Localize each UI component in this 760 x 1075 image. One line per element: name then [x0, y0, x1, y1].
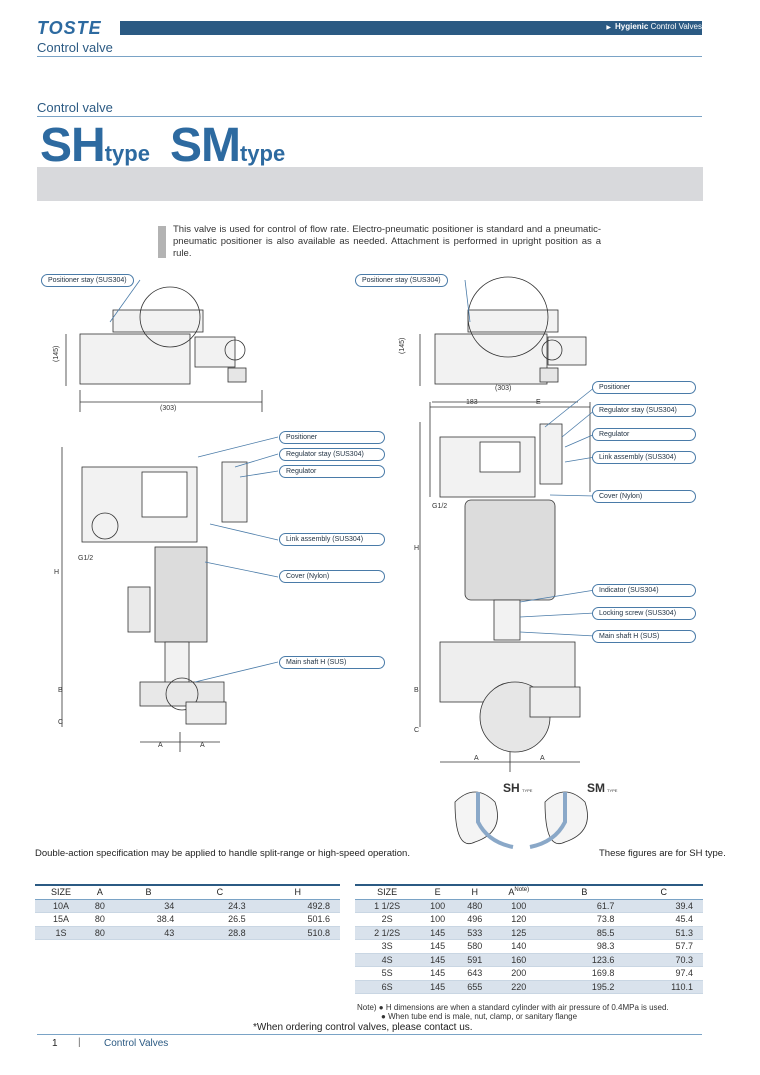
right-a1: A — [474, 755, 479, 762]
header-note-mark: Note) — [514, 887, 530, 894]
right-dim-183: 183 — [466, 399, 478, 406]
flow-sm-type: TYPE — [607, 788, 618, 793]
left-h: H — [54, 569, 59, 576]
footer-rule — [37, 1034, 702, 1035]
callout-left-regulator: Regulator — [279, 465, 385, 478]
table-row: 1S 80 43 28.8 510.8 — [35, 926, 340, 940]
footer-label: Control Valves — [104, 1038, 169, 1049]
flow-sh-type: TYPE — [522, 788, 533, 793]
callout-right-positioner-stay: Positioner stay (SUS304) — [355, 274, 448, 287]
flow-sh: SH — [503, 781, 520, 795]
right-top-view — [419, 276, 587, 403]
brand-logo: TOSTE — [37, 18, 102, 38]
right-dim-303: (303) — [495, 385, 511, 392]
left-dim-145: (145) — [53, 346, 60, 362]
table2-header: E — [419, 884, 457, 900]
table2-header: B — [544, 884, 625, 900]
footer-separator: | — [78, 1037, 81, 1048]
table2-header: SIZE — [355, 884, 420, 900]
dimensions-table-small: SIZE A B C H 10A 80 34 24.3 492.8 15A 80… — [35, 884, 340, 940]
table1-header: C — [184, 884, 256, 900]
callout-left-link-assembly: Link assembly (SUS304) — [279, 533, 385, 546]
title-band — [37, 167, 703, 201]
triangle-icon: ▶ — [606, 25, 611, 31]
callout-right-link-assembly: Link assembly (SUS304) — [592, 451, 696, 464]
right-a2: A — [540, 755, 545, 762]
figures-note: These figures are for SH type. — [599, 848, 726, 859]
title-sm-type: type — [239, 141, 286, 166]
callout-right-main-shaft: Main shaft H (SUS) — [592, 630, 696, 643]
callout-left-main-shaft: Main shaft H (SUS) — [279, 656, 385, 669]
right-g12: G1/2 — [432, 503, 447, 510]
left-a2: A — [200, 742, 205, 749]
right-dim-145: (145) — [399, 338, 406, 354]
callout-right-regulator-stay: Regulator stay (SUS304) — [592, 404, 696, 417]
callout-left-regulator-stay: Regulator stay (SUS304) — [279, 448, 385, 461]
left-top-view — [65, 279, 263, 412]
section-rule — [37, 116, 702, 117]
right-e: E — [536, 399, 541, 406]
header-rule — [37, 56, 702, 57]
table1-header: A — [86, 884, 113, 900]
callout-left-positioner: Positioner — [279, 431, 385, 444]
left-g12: G1/2 — [78, 555, 93, 562]
double-action-note: Double-action specification may be appli… — [35, 848, 410, 859]
flow-sm: SM — [587, 781, 605, 795]
title-sh: SH — [40, 119, 106, 172]
page-number: 1 — [52, 1038, 58, 1049]
note-2: When tube end is male, nut, clamp, or sa… — [388, 1012, 578, 1021]
intro-marker — [158, 226, 166, 258]
right-c: C — [414, 727, 419, 734]
order-note: *When ordering control valves, please co… — [253, 1022, 473, 1033]
left-c: C — [58, 719, 63, 726]
table1-header: B — [112, 884, 185, 900]
table2-header: C — [624, 884, 703, 900]
callout-right-cover: Cover (Nylon) — [592, 490, 696, 503]
table1-header: H — [255, 884, 340, 900]
right-h: H — [414, 545, 419, 552]
callout-right-locking-screw: Locking screw (SUS304) — [592, 607, 696, 620]
table-row: 10A 80 34 24.3 492.8 — [35, 899, 340, 913]
callout-right-regulator: Regulator — [592, 428, 696, 441]
callout-right-indicator: Indicator (SUS304) — [592, 584, 696, 597]
header-subtitle: Control valve — [37, 40, 113, 55]
table1-header: SIZE — [35, 884, 87, 900]
right-b: B — [414, 687, 419, 694]
table-notes: Note) ● H dimensions are when a standard… — [357, 1003, 669, 1021]
technical-drawing: (145) (303) G1/2 H B C A A (145) (303) 1… — [53, 276, 618, 849]
table2-header: H — [456, 884, 494, 900]
valve-drawings: (145) (303) G1/2 H B C A A (145) (303) 1… — [0, 262, 760, 862]
note-prefix: Note) — [357, 1003, 377, 1012]
flow-diagrams — [454, 791, 588, 849]
note-1: H dimensions are when a standard cylinde… — [385, 1003, 669, 1012]
header-bar — [120, 21, 702, 35]
section-label: Control valve — [37, 100, 113, 115]
left-dim-303: (303) — [160, 405, 176, 412]
bullet-icon: ● — [381, 1012, 386, 1021]
right-main-view — [419, 386, 596, 772]
intro-text: This valve is used for control of flow r… — [173, 224, 601, 259]
bullet-icon: ● — [378, 1003, 384, 1012]
header-category: ▶Hygienic Control Valves — [606, 22, 702, 31]
table2-header: ANote) — [493, 884, 545, 900]
table-row: 15A 80 38.4 26.5 501.6 — [35, 912, 340, 927]
callout-left-cover: Cover (Nylon) — [279, 570, 385, 583]
callout-left-positioner-stay: Positioner stay (SUS304) — [41, 274, 134, 287]
title-sh-type: type — [104, 141, 150, 166]
title-sm: SM — [169, 119, 241, 172]
callout-right-positioner: Positioner — [592, 381, 696, 394]
left-b: B — [58, 687, 63, 694]
left-main-view — [61, 436, 279, 752]
left-a1: A — [158, 742, 163, 749]
